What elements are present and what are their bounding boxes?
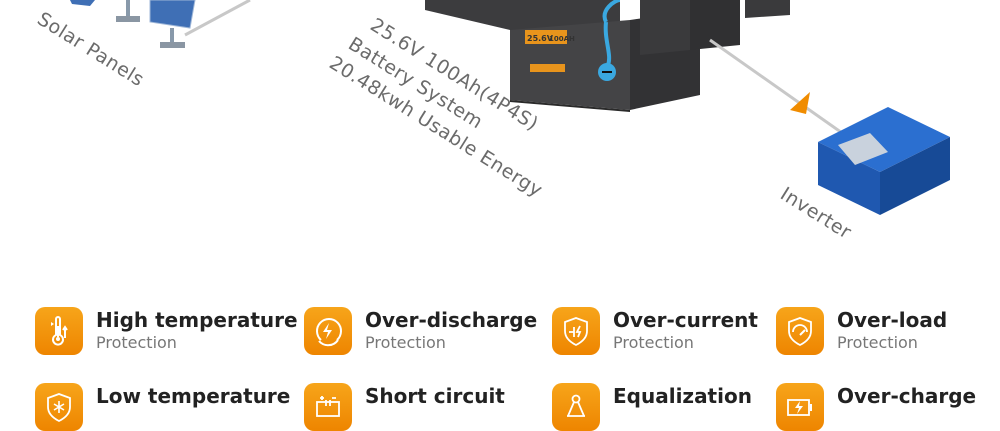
shield-gauge-icon	[776, 307, 824, 355]
balance-icon	[552, 383, 600, 431]
arrow-icon	[790, 92, 810, 114]
solar-panels-icon	[70, 0, 251, 48]
feature-over-charge: Over-charge	[776, 383, 976, 431]
shield-current-icon	[552, 307, 600, 355]
feature-title: Low temperature	[96, 384, 291, 408]
feature-low-temperature: Low temperature	[35, 383, 290, 431]
feature-title: Over-discharge	[365, 308, 538, 332]
system-diagram: 25.6V 100AH Solar Panels 25.6V 100Ah(4P4…	[33, 0, 950, 244]
cable	[602, 0, 621, 66]
thermometer-icon	[35, 307, 83, 355]
feature-short-circuit: Short circuit	[304, 383, 505, 431]
feature-subtitle: Protection	[96, 333, 177, 352]
battery-terminals-icon	[304, 383, 352, 431]
shield-snowflake-icon	[35, 383, 83, 431]
feature-subtitle: Protection	[613, 333, 694, 352]
feature-title: Over-load	[837, 308, 948, 332]
diagram-graphics: 25.6V 100AH	[70, 0, 950, 215]
feature-title: High temperature	[96, 308, 298, 332]
feature-title: Equalization	[613, 384, 752, 408]
feature-title: Over-charge	[837, 384, 977, 408]
battery-charge-icon	[776, 383, 824, 431]
battery-label-capacity: 100AH	[549, 35, 575, 43]
feature-title: Over-current	[613, 308, 758, 332]
feature-title: Short circuit	[365, 384, 505, 408]
battery-label-plate	[525, 30, 567, 44]
battery-bank: 25.6V 100AH	[425, 0, 790, 112]
battery-label-text: 25.6V	[527, 34, 554, 43]
feature-subtitle: Protection	[837, 333, 918, 352]
connection-line	[709, 38, 846, 137]
feature-subtitle: Protection	[365, 333, 446, 352]
feature-equalization: Equalization	[552, 383, 752, 431]
inverter-icon	[818, 107, 950, 215]
lightning-circle-icon	[304, 307, 352, 355]
